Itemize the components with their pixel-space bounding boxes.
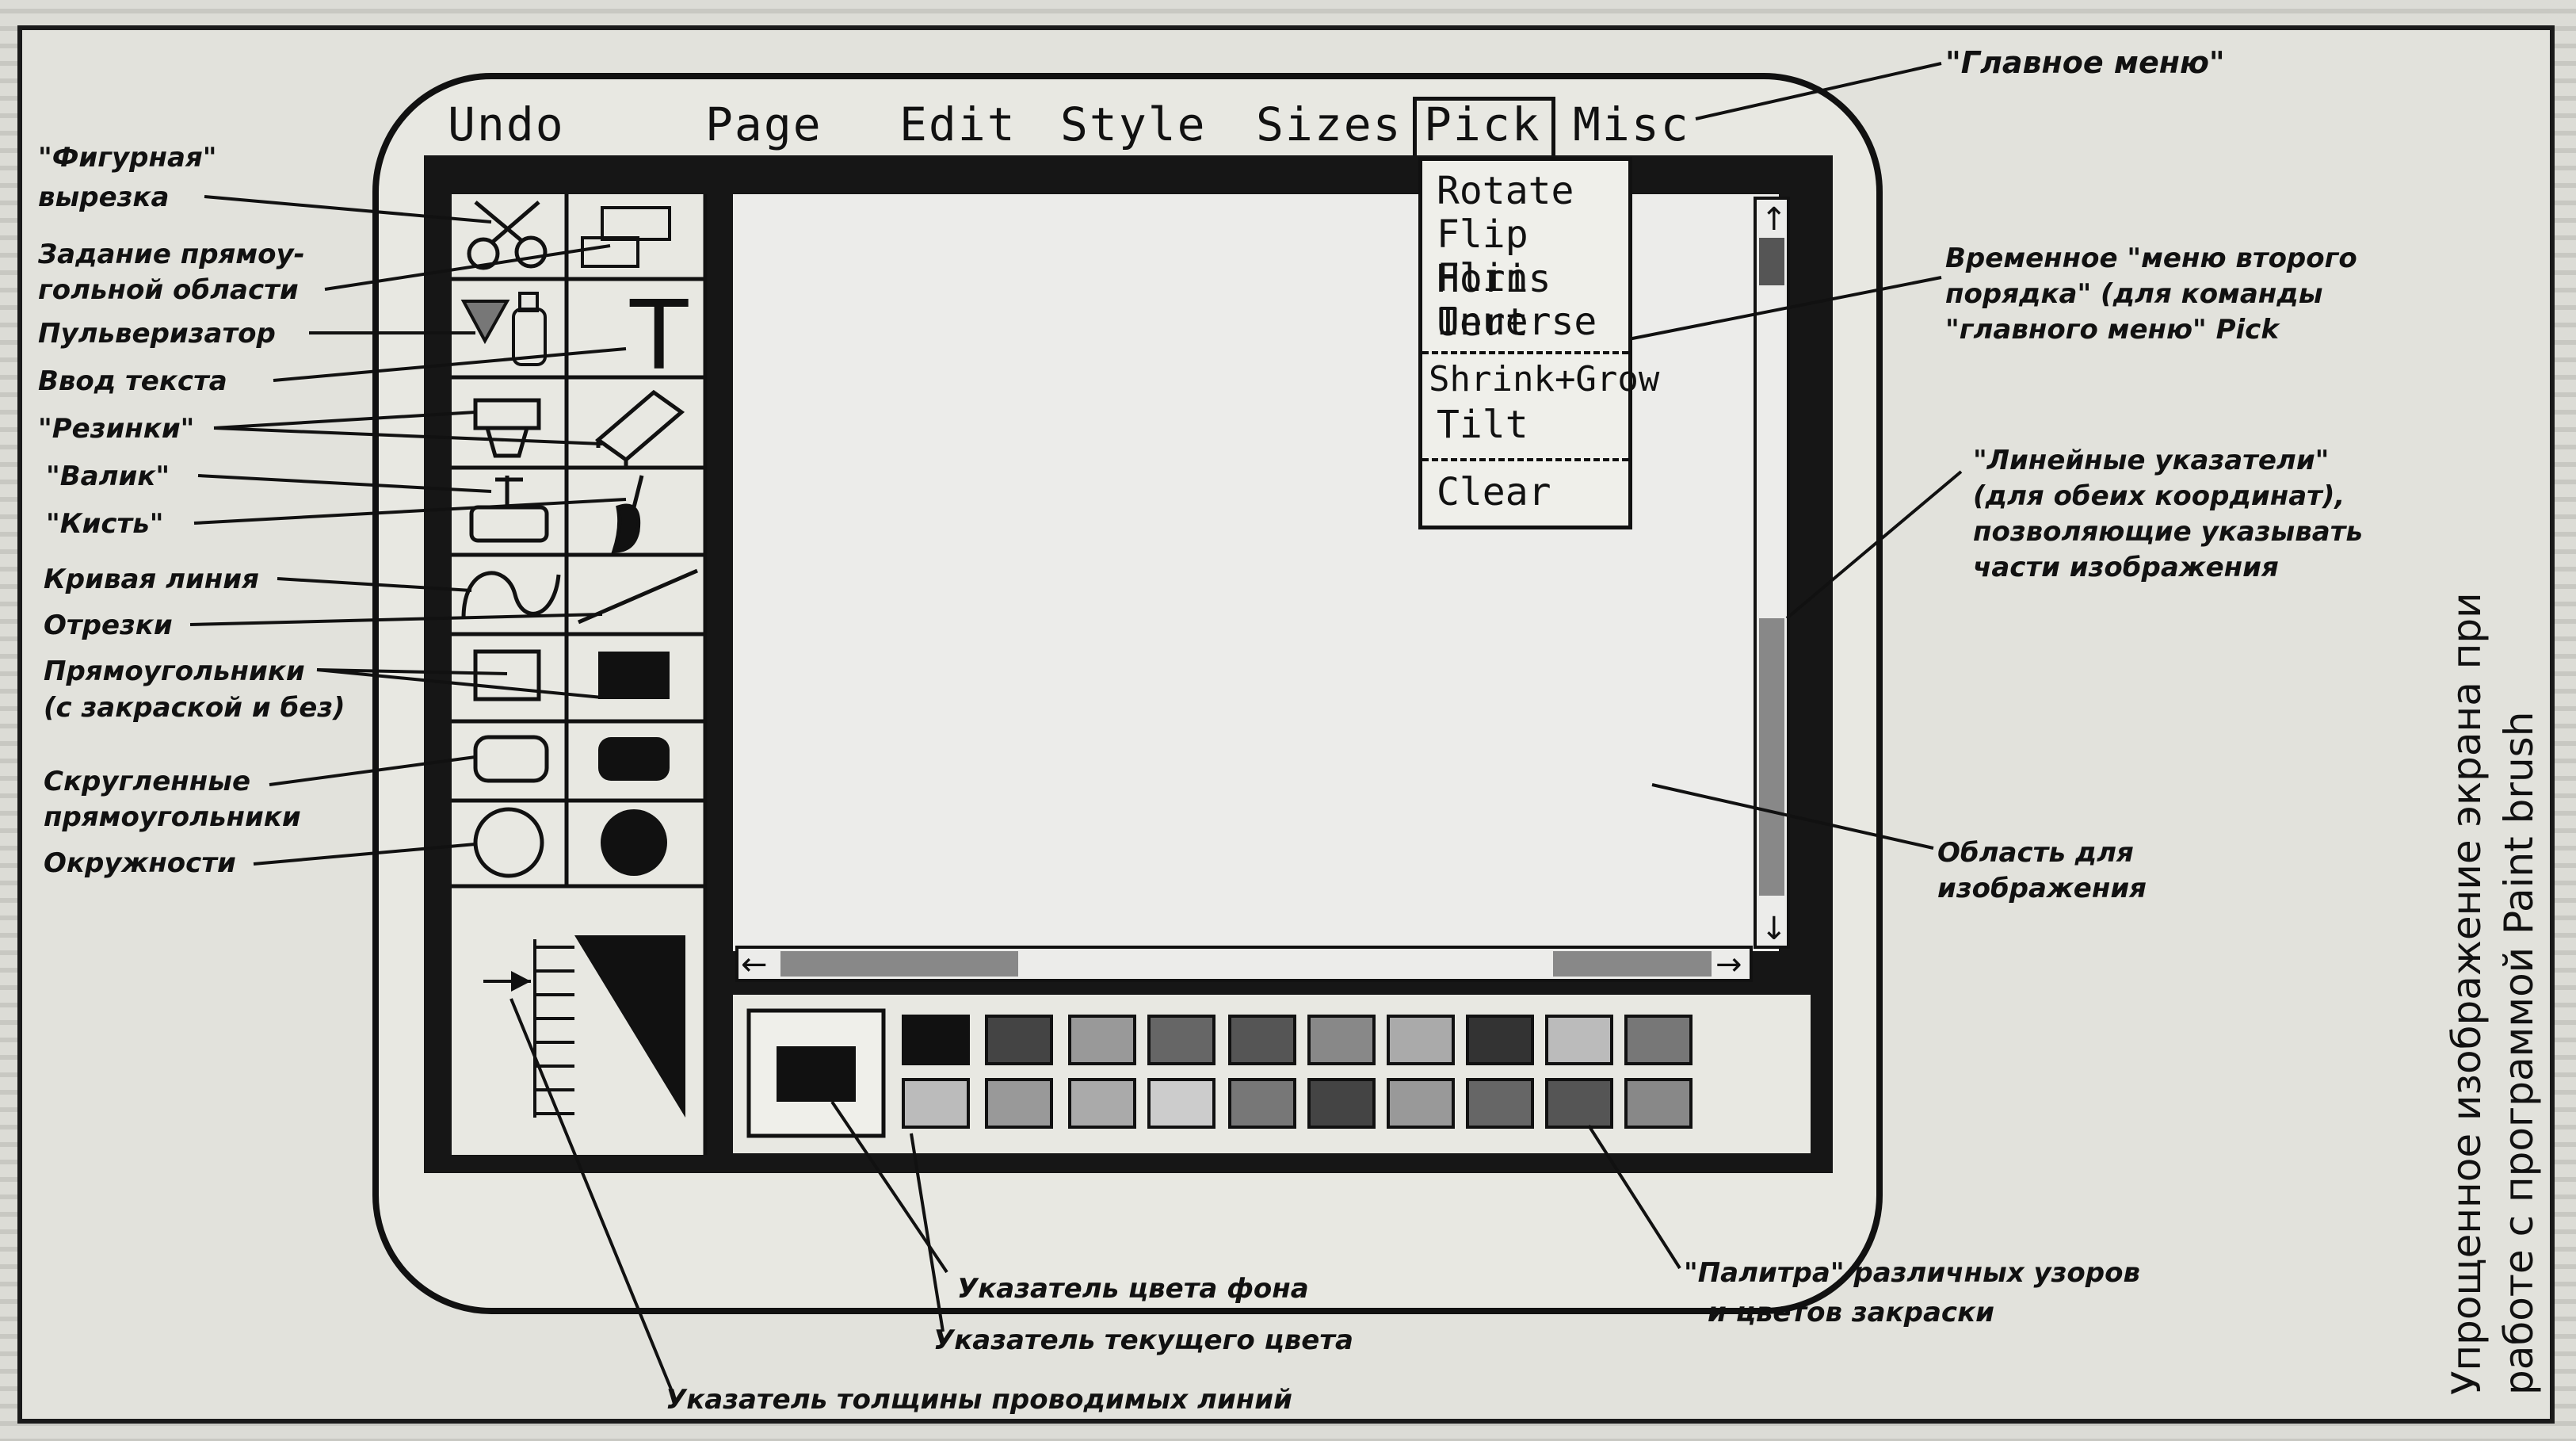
label-rect-select-2: гольной области bbox=[38, 274, 299, 306]
label-palette-2: и цветов закраски bbox=[1708, 1297, 1994, 1328]
leader-lines bbox=[189, 62, 1963, 1396]
scissors-icon[interactable] bbox=[467, 201, 548, 270]
swatch bbox=[1307, 1078, 1376, 1129]
menu-style[interactable]: Style bbox=[1060, 97, 1207, 151]
tool-grid bbox=[452, 194, 708, 1155]
label-submenu-2: порядка" (для команды bbox=[1945, 278, 2323, 310]
swatch bbox=[1228, 1015, 1296, 1065]
pick-rotate[interactable]: Rotate bbox=[1437, 169, 1574, 213]
swatch bbox=[985, 1015, 1053, 1065]
roller-icon[interactable] bbox=[594, 389, 685, 468]
eraser-icon[interactable] bbox=[473, 398, 541, 458]
swatch bbox=[1545, 1015, 1613, 1065]
swatch bbox=[1387, 1078, 1455, 1129]
scroll-down-icon[interactable]: ↓ bbox=[1761, 911, 1788, 947]
figure-caption: Упрощенное изображение экрана при работе… bbox=[2441, 592, 2545, 1395]
label-scissors: "Фигурная" bbox=[38, 142, 217, 174]
rect-icon[interactable] bbox=[473, 649, 541, 701]
rounded-rect-icon[interactable] bbox=[473, 735, 549, 783]
color-indicator[interactable] bbox=[746, 1008, 886, 1138]
swatch bbox=[1147, 1015, 1215, 1065]
swatch bbox=[1466, 1078, 1534, 1129]
label-image-area-2: изображения bbox=[1937, 873, 2147, 904]
swatch bbox=[1624, 1015, 1693, 1065]
label-rulers-4: части изображения bbox=[1973, 552, 2279, 583]
label-submenu-3: "главного меню" Pick bbox=[1945, 314, 2279, 346]
pick-submenu: Rotate Flip Horis Flin Uert Inuerse Shri… bbox=[1418, 157, 1659, 529]
swatch bbox=[1068, 1078, 1136, 1129]
filled-rect-icon[interactable] bbox=[598, 652, 670, 699]
pick-clear[interactable]: Clear bbox=[1437, 470, 1551, 514]
label-palette: "Палитра" различных узоров bbox=[1684, 1257, 2140, 1289]
label-spray: Пульверизатор bbox=[38, 318, 276, 350]
spray-icon[interactable] bbox=[460, 292, 547, 366]
menu-edit[interactable]: Edit bbox=[899, 97, 1017, 151]
scroll-up-icon[interactable]: ↑ bbox=[1761, 201, 1788, 238]
filled-circle-icon[interactable] bbox=[601, 809, 667, 876]
menu-divider bbox=[1422, 351, 1628, 354]
label-bg-color: Указатель цвета фона bbox=[957, 1273, 1309, 1305]
label-scissors-2: вырезка bbox=[38, 182, 170, 213]
menu-divider bbox=[1422, 458, 1628, 461]
curve-icon[interactable] bbox=[461, 571, 561, 619]
pick-inverse[interactable]: Inuerse bbox=[1437, 300, 1597, 344]
swatch bbox=[1387, 1015, 1455, 1065]
filled-rounded-rect-icon[interactable] bbox=[598, 737, 670, 781]
menu-sizes[interactable]: Sizes bbox=[1256, 97, 1402, 151]
swatch bbox=[985, 1078, 1053, 1129]
caption-line-1: Упрощенное изображение экрана при bbox=[2444, 592, 2490, 1395]
label-erasers: "Резинки" bbox=[38, 413, 195, 445]
scroll-right-icon[interactable]: → bbox=[1715, 946, 1742, 983]
palette-swatches[interactable] bbox=[902, 1015, 1693, 1129]
label-text: Ввод текста bbox=[38, 365, 227, 397]
menu-undo[interactable]: Undo bbox=[448, 97, 565, 151]
swatch bbox=[902, 1078, 970, 1129]
vertical-scrollbar[interactable]: ↑ ↓ bbox=[1754, 197, 1790, 949]
label-brush: "Кисть" bbox=[46, 508, 164, 540]
label-image-area: Область для bbox=[1937, 837, 2134, 869]
label-roller: "Валик" bbox=[46, 461, 170, 492]
menu-page[interactable]: Page bbox=[705, 97, 822, 151]
label-segments: Отрезки bbox=[44, 610, 173, 641]
circle-icon[interactable] bbox=[473, 807, 544, 878]
label-rects: Прямоугольники bbox=[44, 656, 305, 687]
label-rects-2: (с закраской и без) bbox=[44, 692, 345, 724]
pick-shrink-grow[interactable]: Shrink+Grow bbox=[1429, 359, 1660, 399]
swatch bbox=[1466, 1015, 1534, 1065]
label-current-color: Указатель текущего цвета bbox=[933, 1324, 1353, 1356]
label-main-menu: "Главное меню" bbox=[1945, 45, 2225, 80]
label-rounded-2: прямоугольники bbox=[44, 801, 301, 833]
brush-icon[interactable] bbox=[611, 475, 644, 553]
pick-flip-horis[interactable]: Flip Horis bbox=[1437, 212, 1551, 301]
menu-misc[interactable]: Misc bbox=[1573, 97, 1690, 151]
label-circles: Окружности bbox=[44, 847, 236, 879]
swatch bbox=[1147, 1078, 1215, 1129]
caption-line-2: работе с программой Paint brush bbox=[2496, 711, 2542, 1395]
swatch bbox=[1624, 1078, 1693, 1129]
rect-select-icon[interactable] bbox=[581, 206, 671, 268]
label-rounded: Скругленные bbox=[44, 766, 251, 797]
menu-pick[interactable]: Pick bbox=[1424, 97, 1541, 151]
line-width-indicator[interactable] bbox=[456, 915, 701, 1149]
horizontal-scrollbar[interactable]: ← → bbox=[735, 946, 1753, 983]
label-submenu: Временное "меню второго bbox=[1945, 243, 2357, 274]
label-rulers: "Линейные указатели" bbox=[1973, 445, 2330, 476]
swatch bbox=[1228, 1078, 1296, 1129]
label-rulers-2: (для обеих координат), bbox=[1973, 480, 2345, 512]
scroll-left-icon[interactable]: ← bbox=[741, 946, 768, 983]
swatch bbox=[1307, 1015, 1376, 1065]
swatch bbox=[1068, 1015, 1136, 1065]
text-icon[interactable]: T bbox=[629, 281, 689, 392]
svg-text:T: T bbox=[629, 281, 689, 392]
pick-flip-vert[interactable]: Flin Uert bbox=[1437, 256, 1528, 345]
label-line-width: Указатель толщины проводимых линий bbox=[666, 1384, 1292, 1416]
swatch bbox=[902, 1015, 970, 1065]
label-rect-select: Задание прямоу- bbox=[38, 239, 305, 270]
pick-tilt[interactable]: Tilt bbox=[1437, 403, 1528, 447]
swatch bbox=[1545, 1078, 1613, 1129]
label-rulers-3: позволяющие указывать bbox=[1973, 516, 2363, 548]
label-curve: Кривая линия bbox=[44, 564, 259, 595]
